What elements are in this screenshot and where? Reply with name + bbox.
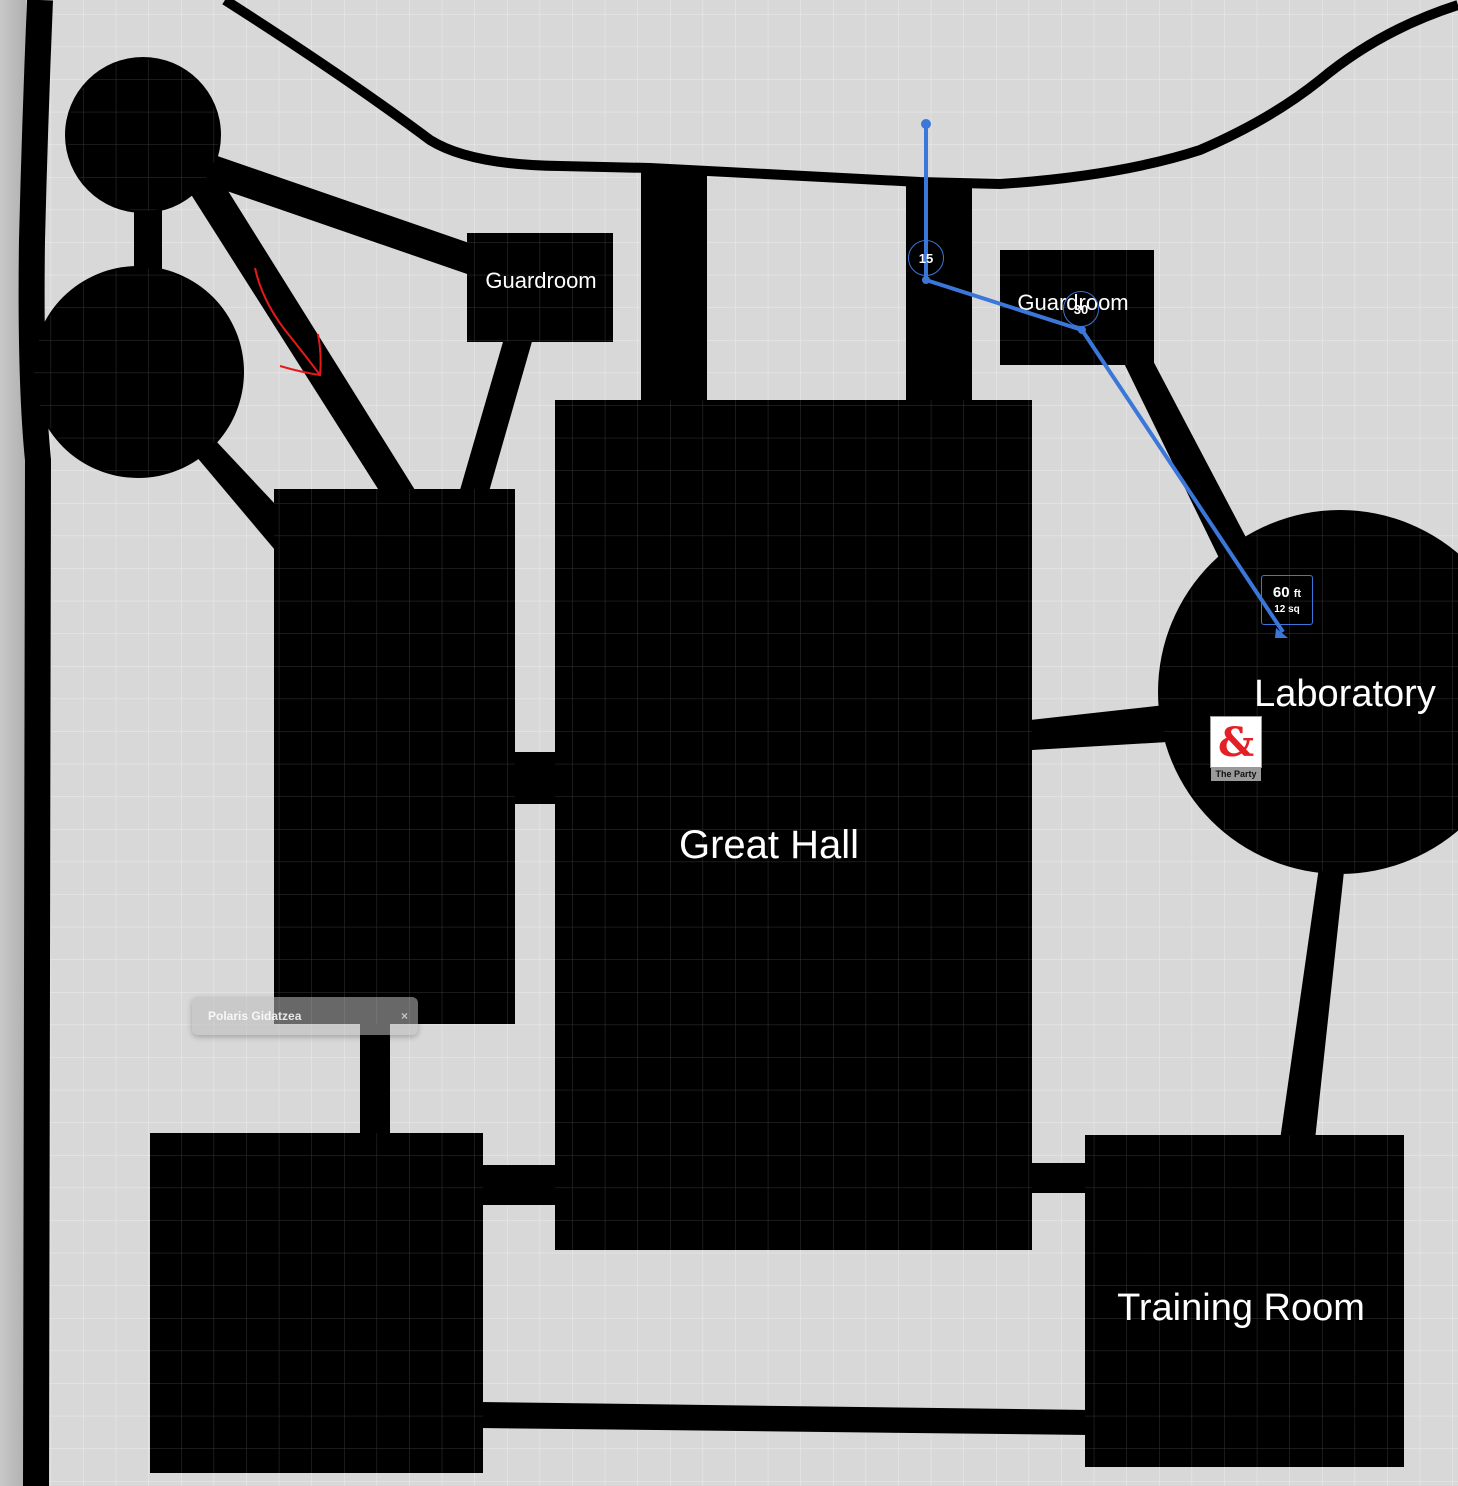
close-icon[interactable]: × — [400, 1009, 408, 1023]
corridor — [480, 1402, 1090, 1435]
party-token[interactable]: & The Party — [1210, 716, 1262, 784]
corridor — [460, 335, 533, 495]
measure-distance-label: 60 ft 12 sq — [1261, 575, 1313, 625]
waypoint-1-value: 15 — [918, 250, 934, 266]
measure-waypoint-1[interactable]: 15 — [908, 240, 944, 276]
laboratory-label: Laboratory — [1254, 673, 1436, 715]
training-room-label: Training Room — [1117, 1287, 1365, 1329]
waypoint-2-value: 30 — [1073, 301, 1089, 317]
guardroom-west-label: Guardroom — [485, 268, 596, 293]
measure-waypoint-2[interactable]: 30 — [1063, 291, 1099, 327]
player-tag[interactable]: Polaris Gidatzea × — [192, 997, 418, 1035]
corridor — [1030, 1163, 1090, 1193]
corridor — [641, 170, 707, 405]
token-image: & — [1210, 716, 1262, 768]
corridor — [185, 170, 415, 500]
measure-start-point[interactable] — [921, 119, 931, 129]
player-name: Polaris Gidatzea — [208, 1009, 302, 1023]
corridor — [1120, 355, 1250, 560]
corridor — [1280, 860, 1345, 1140]
great-hall-label: Great Hall — [679, 823, 859, 867]
red-arrow-icon[interactable] — [254, 267, 322, 377]
corridor — [480, 1165, 560, 1205]
corridor — [195, 150, 475, 275]
dnd-ampersand-icon: & — [1218, 720, 1254, 764]
distance-squares: 12 sq — [1274, 603, 1300, 615]
corridor — [360, 1015, 390, 1135]
measure-arrowhead-icon — [1275, 628, 1288, 638]
distance-value: 60 — [1272, 583, 1290, 601]
cave-wall-top — [222, 0, 1458, 190]
distance-unit: ft — [1293, 587, 1302, 600]
measure-waypoint-dot[interactable] — [1078, 326, 1086, 334]
cave-wall-left — [18, 0, 53, 1486]
corridor — [510, 752, 560, 804]
token-name: The Party — [1211, 768, 1261, 781]
corridor — [195, 440, 290, 550]
measure-waypoint-dot[interactable] — [922, 276, 930, 284]
svg-text:&: & — [1218, 720, 1254, 764]
corridor — [1030, 705, 1168, 750]
